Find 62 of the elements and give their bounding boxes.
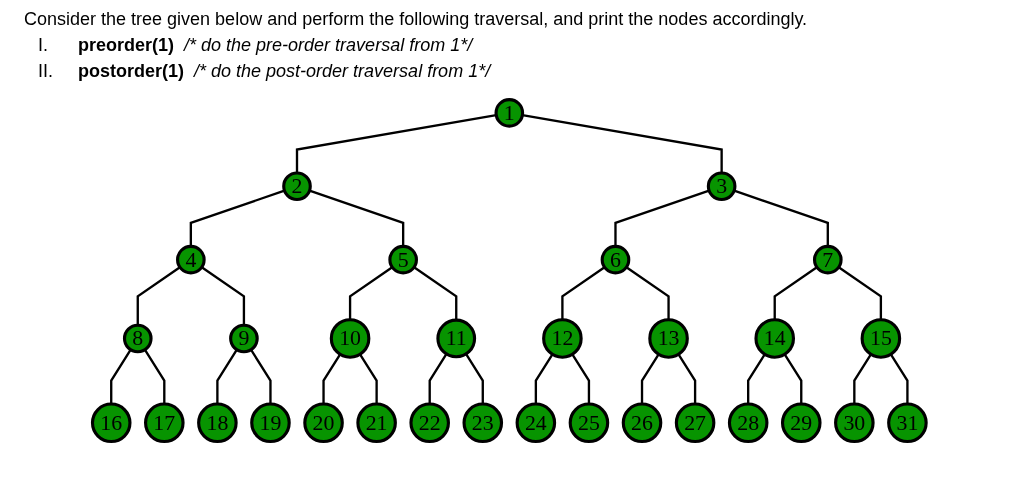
connector (136, 266, 181, 326)
node-circle: 6 (600, 244, 630, 275)
node-circle: 31 (886, 402, 928, 444)
node-circle: 15 (860, 318, 901, 359)
connector (746, 353, 766, 405)
connector (215, 349, 238, 405)
node-circle: 28 (727, 402, 769, 444)
node-circle: 16 (90, 402, 132, 444)
node-circle: 2 (281, 171, 312, 202)
connector (852, 353, 872, 405)
connector (143, 349, 166, 405)
connector (625, 266, 670, 320)
node-circle: 19 (249, 402, 291, 444)
node-circle: 9 (228, 323, 259, 354)
connector (413, 266, 458, 321)
node-circle: 13 (647, 318, 689, 359)
connector (200, 266, 245, 326)
connector (534, 353, 554, 405)
node-circle: 23 (462, 402, 503, 444)
connector (889, 353, 909, 405)
list-number: II. (38, 60, 54, 83)
node-circle: 22 (409, 402, 450, 444)
connector (109, 349, 132, 405)
node-circle: 24 (515, 402, 556, 444)
node-circle: 10 (329, 318, 371, 359)
connector (358, 353, 378, 405)
function-call: preorder(1) (78, 34, 175, 57)
node-circle: 21 (356, 402, 397, 444)
node-circle: 3 (706, 171, 737, 202)
connector (783, 353, 803, 405)
node-circle: 18 (196, 402, 238, 444)
node-circle: 17 (143, 402, 185, 444)
function-call: postorder(1) (78, 60, 184, 83)
question-text: Consider the tree given below and perform the following traversal, and print the nodes accordingly. (24, 8, 809, 31)
connector (837, 266, 882, 320)
connector (348, 266, 393, 320)
code-comment: /* do the pre-order traversal from 1*/ (184, 34, 473, 57)
connector (428, 353, 448, 405)
connector (464, 353, 484, 405)
node-circle: 27 (674, 402, 716, 444)
node-circle: 1 (494, 98, 524, 128)
node-circle: 11 (436, 318, 476, 359)
list-number: I. (38, 34, 49, 57)
node-circle: 12 (541, 318, 583, 359)
node-circle: 5 (388, 244, 418, 275)
connector (773, 266, 818, 320)
node-circle: 20 (302, 402, 344, 444)
code-comment: /* do the post-order traversal from 1*/ (194, 60, 491, 83)
node-circle: 8 (122, 323, 153, 354)
connector (640, 353, 660, 405)
node-circle: 26 (621, 402, 662, 444)
node-circle: 25 (568, 402, 609, 444)
connector (249, 349, 272, 405)
node-circle: 30 (833, 402, 875, 444)
node-circle: 29 (780, 402, 822, 444)
node-circle: 14 (754, 318, 795, 359)
connector (322, 353, 341, 405)
connector (560, 266, 605, 320)
node-circle: 7 (812, 244, 843, 275)
connector (677, 353, 696, 405)
node-circle: 4 (175, 244, 206, 275)
connector (571, 353, 590, 405)
